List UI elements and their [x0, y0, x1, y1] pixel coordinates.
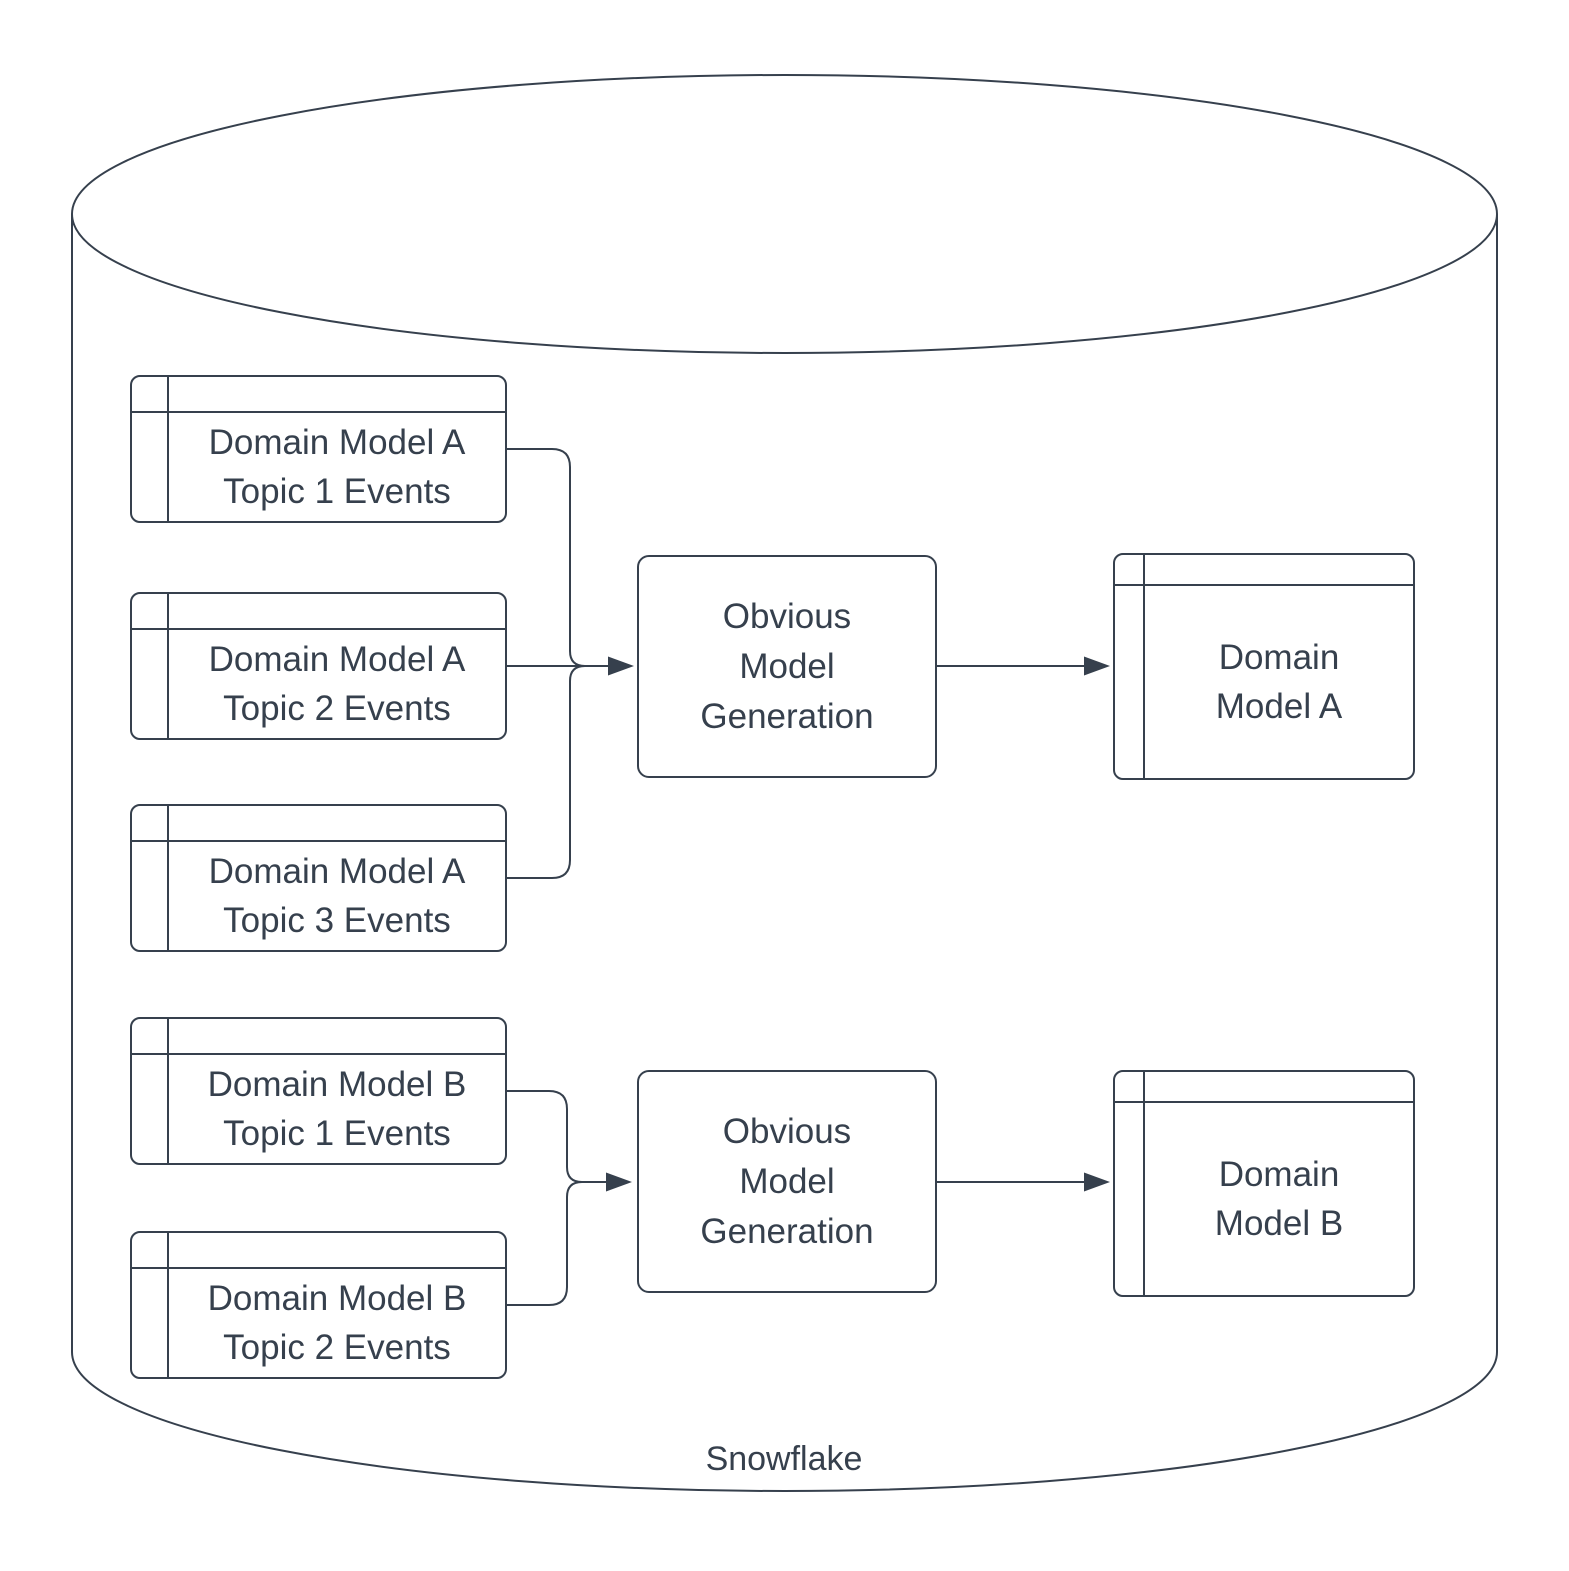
table-column-divider	[167, 806, 169, 950]
table-label: Domain Model A Topic 2 Events	[208, 640, 466, 728]
arrowhead-b-into-process	[606, 1172, 632, 1192]
table-header-divider	[132, 1267, 505, 1269]
model-table-domain-b: Domain Model B	[1113, 1070, 1415, 1297]
model-table-domain-a: Domain Model A	[1113, 553, 1415, 780]
arrowhead-a-into-model	[1084, 656, 1110, 676]
connector-a-topic1	[507, 448, 586, 667]
event-table-domain-a-topic-2: Domain Model A Topic 2 Events	[130, 592, 507, 740]
event-table-domain-b-topic-1: Domain Model B Topic 1 Events	[130, 1017, 507, 1165]
connector-b-topic2	[507, 1181, 583, 1306]
table-label: Domain Model B Topic 1 Events	[207, 1065, 467, 1153]
cylinder-bottom-arc	[71, 1351, 1498, 1492]
table-header-divider	[132, 411, 505, 413]
connector-b-topic1	[507, 1090, 583, 1183]
process-box-model-generation-a: Obvious Model Generation	[637, 555, 937, 778]
event-table-domain-a-topic-3: Domain Model A Topic 3 Events	[130, 804, 507, 952]
process-box-model-generation-b: Obvious Model Generation	[637, 1070, 937, 1293]
arrowhead-b-into-model	[1084, 1172, 1110, 1192]
cylinder-top-ellipse	[71, 74, 1498, 354]
table-label: Domain Model A	[1215, 638, 1343, 726]
event-table-domain-b-topic-2: Domain Model B Topic 2 Events	[130, 1231, 507, 1379]
table-header-divider	[1115, 1101, 1413, 1103]
table-column-divider	[1143, 555, 1145, 778]
event-table-domain-a-topic-1: Domain Model A Topic 1 Events	[130, 375, 507, 523]
table-label: Domain Model A Topic 3 Events	[208, 852, 466, 940]
table-header-divider	[132, 840, 505, 842]
table-header-divider	[132, 628, 505, 630]
table-label: Domain Model B Topic 2 Events	[207, 1279, 467, 1367]
arrowhead-a-into-process	[608, 656, 634, 676]
connector-group-b	[507, 1090, 1110, 1306]
table-column-divider	[167, 1019, 169, 1163]
connector-group-a	[507, 448, 1110, 879]
table-column-divider	[167, 594, 169, 738]
table-column-divider	[167, 1233, 169, 1377]
table-label: Domain Model B	[1214, 1155, 1344, 1243]
table-header-divider	[132, 1053, 505, 1055]
database-cylinder-shape	[71, 74, 1498, 1492]
cylinder-label-snowflake: Snowflake	[705, 1440, 863, 1478]
table-header-divider	[1115, 584, 1413, 586]
connector-a-topic3	[507, 665, 586, 879]
table-column-divider	[167, 377, 169, 521]
table-column-divider	[1143, 1072, 1145, 1295]
table-label: Domain Model A Topic 1 Events	[208, 423, 466, 511]
